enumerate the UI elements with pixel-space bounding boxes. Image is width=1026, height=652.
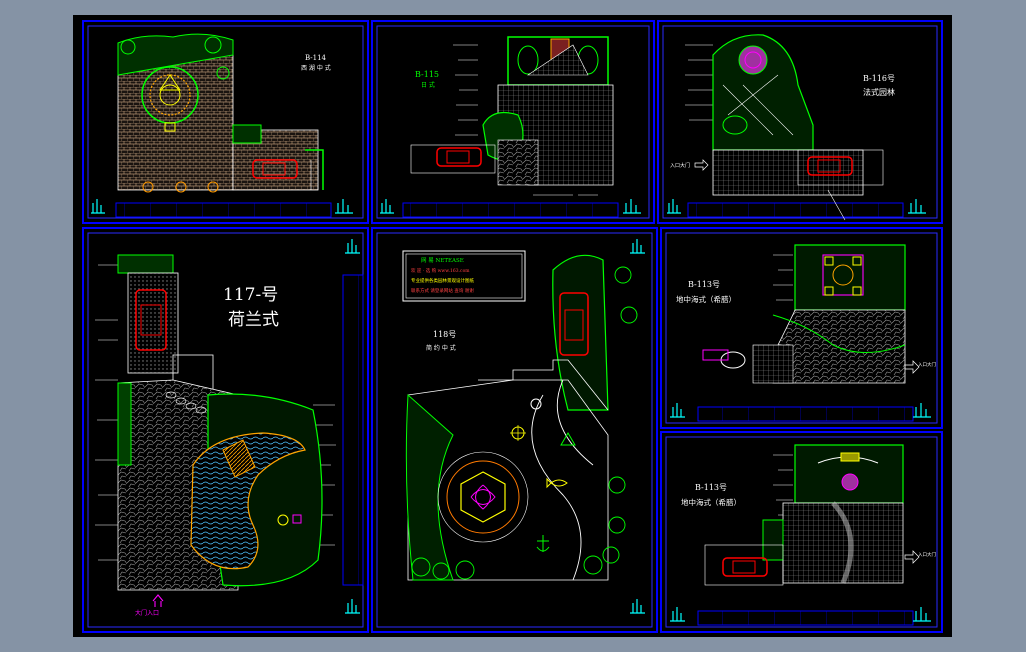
netease-line2: 专业提供各类园林景观设计图纸	[411, 277, 474, 284]
s118-title: 118号	[433, 330, 456, 339]
b116-code: B-116号	[863, 74, 895, 83]
b114-code: B-114	[305, 54, 327, 62]
b113-bottom-entrance-label: 入口大门	[918, 551, 936, 558]
cad-viewport[interactable]: B-114 西 湖 中 式 B-115 日 式	[73, 15, 952, 637]
s118-logo-icon	[630, 239, 645, 614]
garden-design-sheets[interactable]: B-114 西 湖 中 式 B-115 日 式	[73, 15, 952, 637]
b113-top-logo-icon	[670, 403, 931, 418]
b115-logo-icon	[380, 199, 641, 214]
sheet-117[interactable]: 大门入口 117-号 荷兰式	[82, 227, 369, 633]
b113-bottom-code: B-113号	[695, 483, 727, 492]
b113-top-code: B-113号	[688, 280, 720, 289]
b116-subtitle: 法式园林	[863, 87, 895, 97]
b113-bottom-entrance-arrow-icon	[904, 550, 920, 564]
sheet-b113-bottom[interactable]: 入口大门 B-113号 地中海式（希腊）	[660, 431, 943, 633]
b116-entrance-label: 入口大门	[670, 162, 690, 169]
s118-subtitle: 简 约 中 式	[426, 344, 456, 352]
b113-top-entrance-arrow-icon	[904, 360, 920, 374]
fish-icon	[546, 477, 568, 489]
b113-top-subtitle: 地中海式（希腊）	[676, 294, 736, 304]
b114-subtitle: 西 湖 中 式	[301, 64, 331, 72]
b116-logo-icon	[667, 199, 926, 214]
s117-gate-arrow-icon	[152, 594, 164, 607]
s117-logo-icon	[345, 239, 360, 614]
anchor-icon	[536, 535, 550, 552]
sailboat-icon	[560, 432, 576, 446]
sheet-b113-top[interactable]: 入口大门 B-113号 地中海式（希腊）	[660, 227, 943, 429]
b115-code: B-115	[415, 70, 439, 79]
sheet-b115[interactable]: B-115 日 式	[371, 20, 655, 224]
b114-logo-icon	[91, 199, 353, 214]
sheet-118[interactable]: 网 易 NETEASE 欢 迎 · 选 购 www.163.com 专业提供各类…	[371, 227, 658, 633]
b113-bottom-logo-icon	[670, 607, 931, 622]
netease-line1: 欢 迎 · 选 购 www.163.com	[411, 267, 470, 274]
sheet-b116[interactable]: B-116号 法式园林 入口大门	[657, 20, 943, 224]
s117-subtitle: 荷兰式	[228, 310, 279, 330]
s117-title: 117-号	[223, 285, 278, 305]
b116-entrance-arrow-icon	[694, 159, 709, 171]
b115-subtitle: 日 式	[421, 81, 435, 89]
sheet-b114[interactable]: B-114 西 湖 中 式	[82, 20, 369, 224]
netease-line3: 联系方式 请登录网站 查询 谢谢	[411, 287, 474, 294]
b113-bottom-subtitle: 地中海式（希腊）	[681, 497, 741, 507]
b113-top-entrance-label: 入口大门	[918, 361, 936, 368]
s117-gate-label: 大门入口	[135, 609, 159, 617]
netease-title: 网 易 NETEASE	[421, 257, 464, 264]
